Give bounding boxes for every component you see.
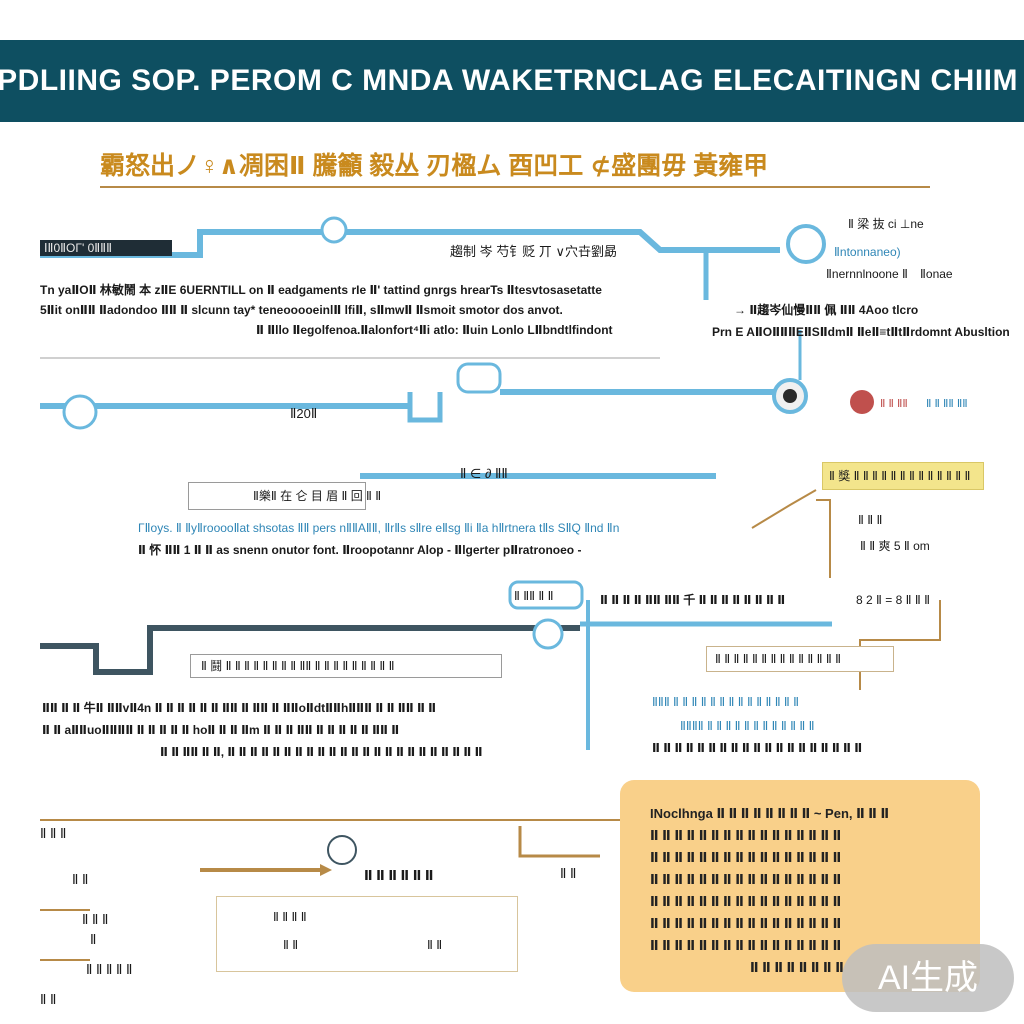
row3-box: Ⅱ樂Ⅱ 在 仑 目 眉 Ⅱ 回 Ⅱ Ⅱ bbox=[188, 482, 381, 510]
row4-text-line: ⅡⅡ Ⅱ Ⅱ 牛Ⅱ ⅡⅡvⅡ4n Ⅱ Ⅱ Ⅱ Ⅱ Ⅱ Ⅱ ⅡⅡ Ⅱ ⅡⅡ Ⅱ Ⅱ… bbox=[42, 701, 437, 715]
row5-left-label: Ⅱ Ⅱ bbox=[72, 872, 89, 887]
row3-text-line: Ⅱ 怀 ⅡⅡ 1 Ⅱ Ⅱ as snenn onutor font. Ⅱroop… bbox=[138, 543, 582, 557]
row3-highlight-strip: Ⅱ 獎 Ⅱ Ⅱ Ⅱ Ⅱ Ⅱ Ⅱ Ⅱ Ⅱ Ⅱ Ⅱ Ⅱ Ⅱ Ⅱ bbox=[822, 462, 984, 490]
connector-row5-c bbox=[518, 826, 600, 858]
row4-text-line: Ⅱ Ⅱ aⅡⅡuoⅡⅡⅡⅡ Ⅱ Ⅱ Ⅱ Ⅱ Ⅱ hoⅡ Ⅱ Ⅱ Ⅱm Ⅱ Ⅱ Ⅱ… bbox=[42, 723, 400, 737]
node-circle bbox=[320, 216, 348, 244]
title-banner: APDLIING SOP. PEROM C MNDA WAKETRNCLAG E… bbox=[0, 40, 1024, 122]
notes-panel: INoclhnga Ⅱ Ⅱ Ⅱ Ⅱ Ⅱ Ⅱ Ⅱ Ⅱ ~ Pen, Ⅱ Ⅱ Ⅱ Ⅱ… bbox=[620, 780, 980, 992]
ai-generated-watermark: AI生成 bbox=[842, 944, 1014, 1012]
subtitle-rule bbox=[100, 186, 930, 188]
row4-right-text: ⅡⅡⅡⅡ Ⅱ Ⅱ Ⅱ Ⅱ Ⅱ Ⅱ Ⅱ Ⅱ Ⅱ Ⅱ Ⅱ Ⅱ bbox=[680, 719, 815, 733]
connector-row4 bbox=[859, 600, 941, 690]
node-circle bbox=[532, 618, 564, 650]
row4-box-label: Ⅱ 鬪 Ⅱ Ⅱ Ⅱ Ⅱ Ⅱ Ⅱ Ⅱ Ⅱ ⅡⅡ Ⅱ Ⅱ Ⅱ Ⅱ Ⅱ Ⅱ Ⅱ Ⅱ Ⅱ bbox=[201, 659, 395, 673]
arrowhead-row5 bbox=[320, 864, 332, 876]
row1-text-line: Ⅱ Ⅱllo Ⅱegolfenoa.Ⅱalonfort⁴Ⅱi atlo: Ⅱui… bbox=[256, 323, 613, 337]
row3-highlight-text: Ⅱ 獎 Ⅱ Ⅱ Ⅱ Ⅱ Ⅱ Ⅱ Ⅱ Ⅱ Ⅱ Ⅱ Ⅱ Ⅱ Ⅱ bbox=[829, 469, 971, 483]
node-pill bbox=[508, 580, 584, 610]
row5-left-label: Ⅱ Ⅱ bbox=[40, 992, 57, 1007]
row4-header: Ⅱ Ⅱ Ⅱ Ⅱ ⅡⅡ ⅡⅡ 千 Ⅱ Ⅱ Ⅱ Ⅱ Ⅱ Ⅱ Ⅱ Ⅱ bbox=[600, 593, 786, 607]
row5-left-label: Ⅱ Ⅱ Ⅱ Ⅱ Ⅱ bbox=[86, 962, 133, 977]
row5-box-label: Ⅱ Ⅱ bbox=[283, 938, 299, 952]
panel-line: Ⅱ Ⅱ Ⅱ Ⅱ Ⅱ Ⅱ Ⅱ Ⅱ Ⅱ Ⅱ Ⅱ Ⅱ Ⅱ Ⅱ Ⅱ Ⅱ bbox=[650, 828, 842, 843]
row1-right-label: Ⅱnernnlnoone Ⅱ bbox=[826, 267, 908, 281]
row4-right-text: Ⅱ Ⅱ Ⅱ Ⅱ Ⅱ Ⅱ Ⅱ Ⅱ Ⅱ Ⅱ Ⅱ Ⅱ Ⅱ Ⅱ Ⅱ Ⅱ Ⅱ Ⅱ Ⅱ bbox=[652, 741, 863, 755]
row3-right-label: Ⅱ Ⅱ Ⅱ bbox=[858, 513, 883, 527]
row2-right-label: Ⅱ Ⅱ ⅡⅡ ⅡⅡ bbox=[926, 398, 968, 410]
node-circle bbox=[786, 224, 826, 264]
flow-line-row4 bbox=[40, 625, 580, 675]
diagram-subtitle: 霸怒出ノ♀∧凋困Ⅱ 騰籲 毅丛 刃楹ム 酉凹工 ⊄盛團毋 黃雍甲 bbox=[100, 152, 769, 180]
row5-left-label: Ⅱ bbox=[90, 932, 97, 947]
row1-right-text: → Ⅱ趨岑仙慢ⅡⅡ 佩 ⅡⅡ 4Aoo tlcro bbox=[734, 303, 919, 317]
row5-box-label: Ⅱ Ⅱ bbox=[427, 938, 443, 952]
node-pill bbox=[456, 362, 502, 394]
panel-line: Ⅱ Ⅱ Ⅱ Ⅱ Ⅱ Ⅱ Ⅱ Ⅱ Ⅱ Ⅱ Ⅱ Ⅱ Ⅱ Ⅱ Ⅱ Ⅱ bbox=[650, 894, 842, 909]
row1-text-line: Tn yaⅡOⅡ 林敏鬧 本 zⅡE 6UERNTILL on Ⅱ eadgam… bbox=[40, 283, 602, 297]
row4-text-line: Ⅱ Ⅱ ⅡⅡ Ⅱ Ⅱ, Ⅱ Ⅱ Ⅱ Ⅱ Ⅱ Ⅱ Ⅱ Ⅱ Ⅱ Ⅱ Ⅱ Ⅱ Ⅱ Ⅱ … bbox=[160, 745, 483, 759]
panel-line: Ⅱ Ⅱ Ⅱ Ⅱ Ⅱ Ⅱ Ⅱ Ⅱ Ⅱ Ⅱ Ⅱ Ⅱ Ⅱ Ⅱ Ⅱ Ⅱ bbox=[650, 916, 842, 931]
row4-right-box-label: Ⅱ Ⅱ Ⅱ Ⅱ Ⅱ Ⅱ Ⅱ Ⅱ Ⅱ Ⅱ Ⅱ Ⅱ Ⅱ Ⅱ bbox=[715, 652, 842, 666]
panel-line: Ⅱ Ⅱ Ⅱ Ⅱ Ⅱ Ⅱ Ⅱ Ⅱ Ⅱ Ⅱ Ⅱ Ⅱ Ⅱ Ⅱ Ⅱ Ⅱ bbox=[650, 938, 842, 953]
row5-node-right: Ⅱ Ⅱ bbox=[560, 866, 577, 881]
row1-right-label: Ⅱonae bbox=[920, 267, 953, 281]
row1-right-label: Ⅱntonnaneo) bbox=[834, 245, 901, 259]
flow-line-row1 bbox=[40, 229, 780, 258]
row4-right-text: ⅡⅡⅡ Ⅱ Ⅱ Ⅱ Ⅱ Ⅱ Ⅱ Ⅱ Ⅱ Ⅱ Ⅱ Ⅱ Ⅱ Ⅱ Ⅱ bbox=[652, 695, 800, 709]
panel-line: Ⅱ Ⅱ Ⅱ Ⅱ Ⅱ Ⅱ Ⅱ Ⅱ Ⅱ Ⅱ Ⅱ Ⅱ Ⅱ Ⅱ Ⅱ Ⅱ bbox=[650, 872, 842, 887]
node-dot bbox=[783, 389, 797, 403]
row3-text-line: ΓⅡoys. Ⅱ ⅡyⅡrooooⅡat shsotas ⅡⅡ pers nⅡⅡ… bbox=[138, 521, 620, 535]
row2-node-label: Ⅱ20Ⅱ bbox=[290, 406, 318, 421]
flow-junction-row2 bbox=[407, 392, 443, 423]
row5-box: Ⅱ Ⅱ Ⅱ Ⅱ Ⅱ Ⅱ Ⅱ Ⅱ bbox=[216, 896, 518, 972]
row3-right-label: Ⅱ Ⅱ 爽 5 Ⅱ om bbox=[860, 539, 930, 553]
row2-right-label: Ⅱ Ⅱ ⅡⅡ bbox=[880, 398, 908, 410]
banner-title: APDLIING SOP. PEROM C MNDA WAKETRNCLAG E… bbox=[0, 64, 1024, 97]
panel-line: Ⅱ Ⅱ Ⅱ Ⅱ Ⅱ Ⅱ Ⅱ Ⅱ Ⅱ Ⅱ Ⅱ Ⅱ Ⅱ Ⅱ Ⅱ Ⅱ bbox=[650, 850, 842, 865]
row4-header-right: 8 2 Ⅱ = 8 Ⅱ Ⅱ Ⅱ bbox=[856, 593, 930, 607]
row5-left-label: Ⅱ Ⅱ Ⅱ bbox=[82, 912, 109, 927]
node-icon-red bbox=[850, 390, 874, 414]
node-circle bbox=[62, 394, 98, 430]
row5-left-label: Ⅱ Ⅱ Ⅱ bbox=[40, 826, 67, 841]
row4-node-label: Ⅱ ⅡⅡ Ⅱ Ⅱ bbox=[514, 589, 554, 603]
row4-box: Ⅱ 鬪 Ⅱ Ⅱ Ⅱ Ⅱ Ⅱ Ⅱ Ⅱ Ⅱ ⅡⅡ Ⅱ Ⅱ Ⅱ Ⅱ Ⅱ Ⅱ Ⅱ Ⅱ Ⅱ bbox=[190, 654, 502, 678]
row1-caption: 趨制 岑 芍钅贬 丌 ∨穴卋劉勗 bbox=[450, 244, 617, 259]
section-label: ⅠⅡ0ⅡOΓ' 0ⅡⅡⅡ bbox=[40, 240, 172, 256]
panel-line: Ⅱ Ⅱ Ⅱ Ⅱ Ⅱ Ⅱ Ⅱ Ⅱ bbox=[750, 960, 844, 975]
connector-row3b bbox=[816, 499, 831, 578]
row3-box-label: Ⅱ樂Ⅱ 在 仑 目 眉 Ⅱ 回 Ⅱ Ⅱ bbox=[253, 489, 382, 503]
row1-right-text: Prn E AⅡOⅡⅡⅡEⅡSⅡdmⅡ ⅡeⅡ≡tⅡtⅡrdomnt Abusl… bbox=[712, 325, 1010, 339]
connector-row3 bbox=[751, 489, 817, 529]
row1-right-label: Ⅱ 梁 抜 ci ⊥ne bbox=[848, 217, 924, 231]
row5-box-label: Ⅱ Ⅱ Ⅱ Ⅱ bbox=[273, 910, 307, 924]
node-circle bbox=[327, 835, 357, 865]
row4-right-box: Ⅱ Ⅱ Ⅱ Ⅱ Ⅱ Ⅱ Ⅱ Ⅱ Ⅱ Ⅱ Ⅱ Ⅱ Ⅱ Ⅱ bbox=[706, 646, 894, 672]
panel-line: INoclhnga Ⅱ Ⅱ Ⅱ Ⅱ Ⅱ Ⅱ Ⅱ Ⅱ ~ Pen, Ⅱ Ⅱ Ⅱ bbox=[650, 806, 890, 821]
row1-text-line: 5Ⅱit onⅡⅡ Ⅱadondoo ⅡⅡ Ⅱ slcunn tay* tene… bbox=[40, 303, 563, 317]
row3-node-label: Ⅱ ∈ ∂ ⅡⅡ bbox=[460, 466, 508, 481]
row5-flow-label: Ⅱ Ⅱ Ⅱ Ⅱ Ⅱ Ⅱ bbox=[364, 868, 434, 883]
